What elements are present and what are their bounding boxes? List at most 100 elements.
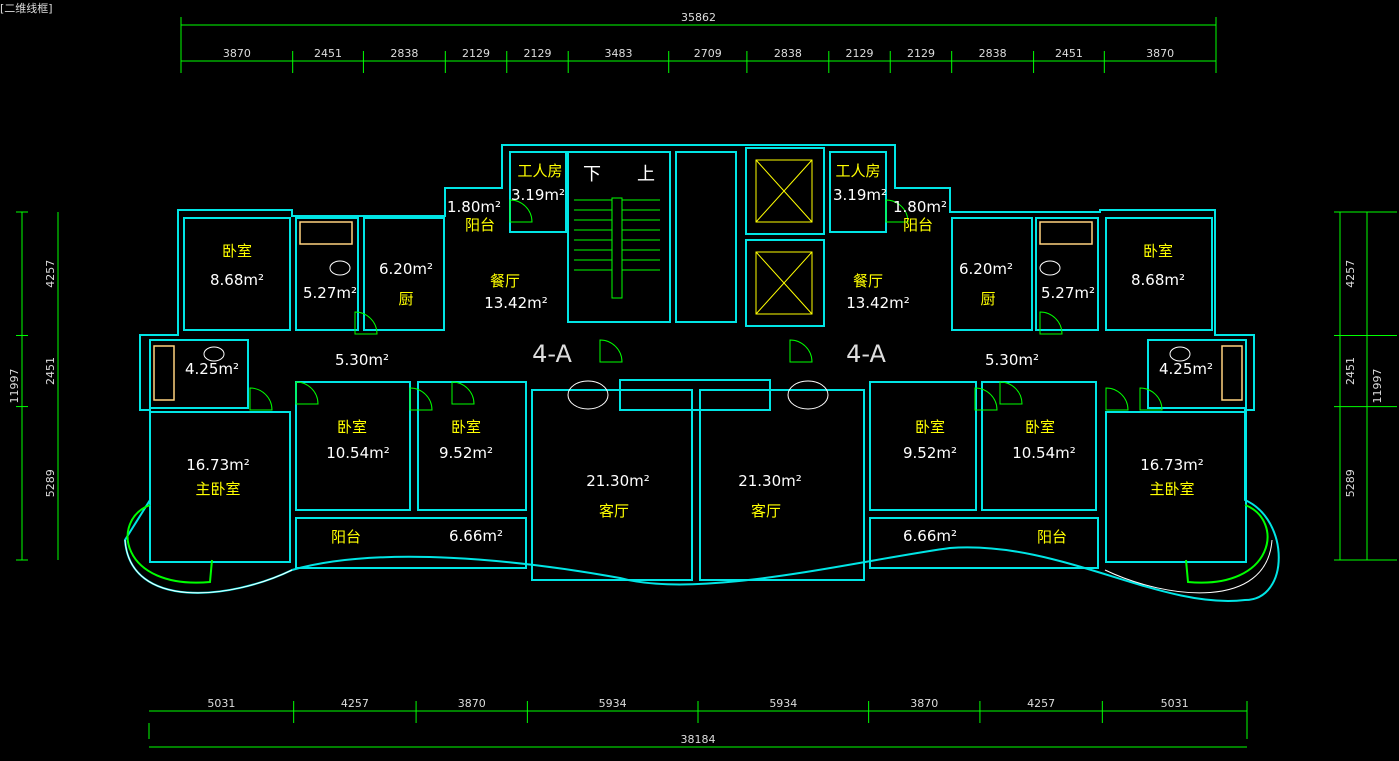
balcony-right-small-area: 1.80m² [893, 198, 947, 216]
door-swing [295, 381, 319, 405]
bedroom-right-3-name: 卧室 [915, 418, 945, 436]
servant-left-area: 3.19m² [511, 186, 565, 204]
dim-segment-label: 5289 [1344, 469, 1357, 497]
master-right-area: 16.73m² [1140, 456, 1204, 474]
bath-left-2-area: 4.25m² [185, 360, 239, 378]
bedroom-left-1-name: 卧室 [222, 242, 252, 260]
bedroom-left-2-name: 卧室 [337, 418, 367, 436]
bedroom-right-1-name: 卧室 [1143, 242, 1173, 260]
living-right-name: 客厅 [751, 502, 781, 520]
dim-segment-label: 2129 [523, 47, 551, 60]
dim-segment-label: 2451 [314, 47, 342, 60]
room-master-2 [1105, 411, 1247, 563]
balcony-right-small-name: 阳台 [903, 216, 933, 234]
lift-cross [755, 251, 813, 315]
dimension-lines: 35862 3870 2451 2838 2129 2129 3483 2709 2838 212… [8, 11, 1397, 748]
room-living-1 [531, 389, 693, 581]
stair-down-label: 下 [583, 164, 601, 185]
bay-window-right [1185, 504, 1269, 584]
unit-label-right: 4-A [846, 340, 886, 368]
bedroom-right-2-name: 卧室 [1025, 418, 1055, 436]
lift-1 [745, 147, 825, 235]
dim-segment-label: 5031 [1161, 697, 1189, 710]
dining-right-name: 餐厅 [853, 272, 883, 290]
master-left-name: 主卧室 [195, 480, 240, 498]
kitchen-left-name: 厨 [398, 290, 413, 308]
door-swing [1039, 311, 1063, 335]
bedroom-right-3-area: 9.52m² [903, 444, 957, 462]
dining-left-area: 13.42m² [484, 294, 548, 312]
room-bath-4 [1147, 339, 1247, 409]
balcony-left-small-name: 阳台 [465, 216, 495, 234]
door-swing [1105, 387, 1129, 411]
dim-segment-label: 2838 [390, 47, 418, 60]
lift-car [755, 159, 813, 223]
dim-segment-label: 4257 [1344, 260, 1357, 288]
room-living-2 [699, 389, 865, 581]
room-bedroom-6 [981, 381, 1097, 511]
living-right-area: 21.30m² [738, 472, 802, 490]
bay-window-left [126, 504, 213, 584]
room-balcony-1 [295, 517, 527, 569]
balcony-left-area: 6.66m² [449, 527, 503, 545]
fixtures [153, 159, 1243, 411]
toilet [1039, 260, 1061, 276]
living-left-area: 21.30m² [586, 472, 650, 490]
stair-up-label: 上 [637, 164, 655, 185]
dim-segment-label: 2451 [1055, 47, 1083, 60]
bath-right-1-area: 5.27m² [1041, 284, 1095, 302]
dim-segment-label: 2129 [846, 47, 874, 60]
lift-car [755, 251, 813, 315]
corridor-right-area: 5.30m² [985, 351, 1039, 369]
bathtub [1039, 221, 1093, 245]
lift-2 [745, 239, 825, 327]
dim-segment-label: 2129 [907, 47, 935, 60]
door-swing [885, 199, 909, 223]
lobby-bench-left [567, 380, 609, 410]
dim-segment-label: 2129 [462, 47, 490, 60]
room-servant-2 [829, 151, 887, 233]
dim-total-label: 11997 [1371, 369, 1384, 404]
living-left-name: 客厅 [599, 502, 629, 520]
bedroom-left-3-name: 卧室 [451, 418, 481, 436]
door-swing [451, 381, 475, 405]
dim-segment-label: 2838 [979, 47, 1007, 60]
bath-right-2-area: 4.25m² [1159, 360, 1213, 378]
dim-segment-label: 3483 [604, 47, 632, 60]
bedroom-left-3-area: 9.52m² [439, 444, 493, 462]
balcony-right-area: 6.66m² [903, 527, 957, 545]
dim-segment-label: 4257 [341, 697, 369, 710]
dim-segment-label: 2709 [694, 47, 722, 60]
dim-total-label: 11997 [8, 369, 21, 404]
dim-segment-label: 3870 [458, 697, 486, 710]
door-swing [409, 387, 433, 411]
kitchen-right-name: 厨 [980, 290, 995, 308]
toilet [203, 346, 225, 362]
bath-left-1-area: 5.27m² [303, 284, 357, 302]
kitchen-left-area: 6.20m² [379, 260, 433, 278]
room-bedroom-1 [183, 217, 291, 331]
toilet [329, 260, 351, 276]
core-lobby [619, 379, 771, 411]
dim-segment-label: 2451 [44, 357, 57, 385]
bedroom-left-1-area: 8.68m² [210, 271, 264, 289]
room-balcony-2 [869, 517, 1099, 569]
door-swing [789, 339, 813, 363]
dim-segment-label: 3870 [223, 47, 251, 60]
room-kitchen-2 [951, 217, 1033, 331]
bay-outline-right [1104, 539, 1273, 594]
servant-right-name: 工人房 [835, 162, 880, 180]
dim-total-label: 35862 [681, 11, 716, 24]
door-swing [974, 387, 998, 411]
servant-right-area: 3.19m² [833, 186, 887, 204]
bathtub [1221, 345, 1243, 401]
stair-core [567, 151, 671, 323]
stair-well [611, 197, 623, 299]
door-swing [1139, 387, 1163, 411]
balcony-left-name: 阳台 [331, 528, 361, 546]
room-bath-1 [295, 217, 359, 331]
room-bedroom-5 [869, 381, 977, 511]
dim-segment-label: 5289 [44, 469, 57, 497]
